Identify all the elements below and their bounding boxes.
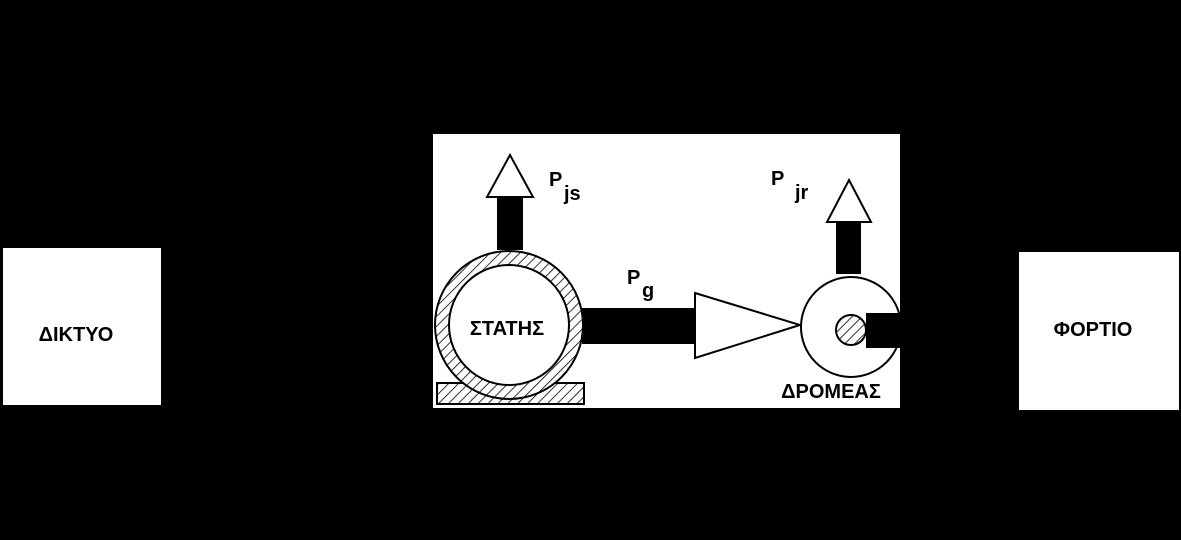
pjs-symbol: P <box>549 169 562 191</box>
rotor: ΔΡΟΜΕΑΣ <box>781 276 902 403</box>
load-label: ΦΟΡΤΙΟ <box>1054 319 1133 341</box>
pjr-label: P jr <box>771 168 809 204</box>
pjr-symbol: P <box>771 168 784 190</box>
machine-box: ΣΤΑΤΗΣ P js P g ΔΡΟΜΕΑΣ <box>433 134 902 408</box>
stator-loss-arrow <box>485 152 535 250</box>
rotor-shaft <box>835 314 867 346</box>
pg-label: P g <box>627 267 654 302</box>
pg-symbol: P <box>627 267 640 289</box>
rotor-label: ΔΡΟΜΕΑΣ <box>781 381 881 403</box>
network-label: ΔΙΚΤΥΟ <box>39 324 114 346</box>
pjr-subscript: jr <box>794 182 809 204</box>
pg-subscript: g <box>642 280 654 302</box>
pjs-label: P js <box>549 169 581 205</box>
stator: ΣΤΑΤΗΣ <box>434 250 584 400</box>
airgap-power-arrow <box>582 291 804 360</box>
rotor-loss-arrow <box>825 177 873 274</box>
load-box: ΦΟΡΤΙΟ <box>1019 252 1179 410</box>
rotor-output-shaft <box>866 313 900 348</box>
stator-label: ΣΤΑΤΗΣ <box>470 318 544 340</box>
network-box: ΔΙΚΤΥΟ <box>3 248 161 405</box>
pjs-subscript: js <box>563 183 581 205</box>
